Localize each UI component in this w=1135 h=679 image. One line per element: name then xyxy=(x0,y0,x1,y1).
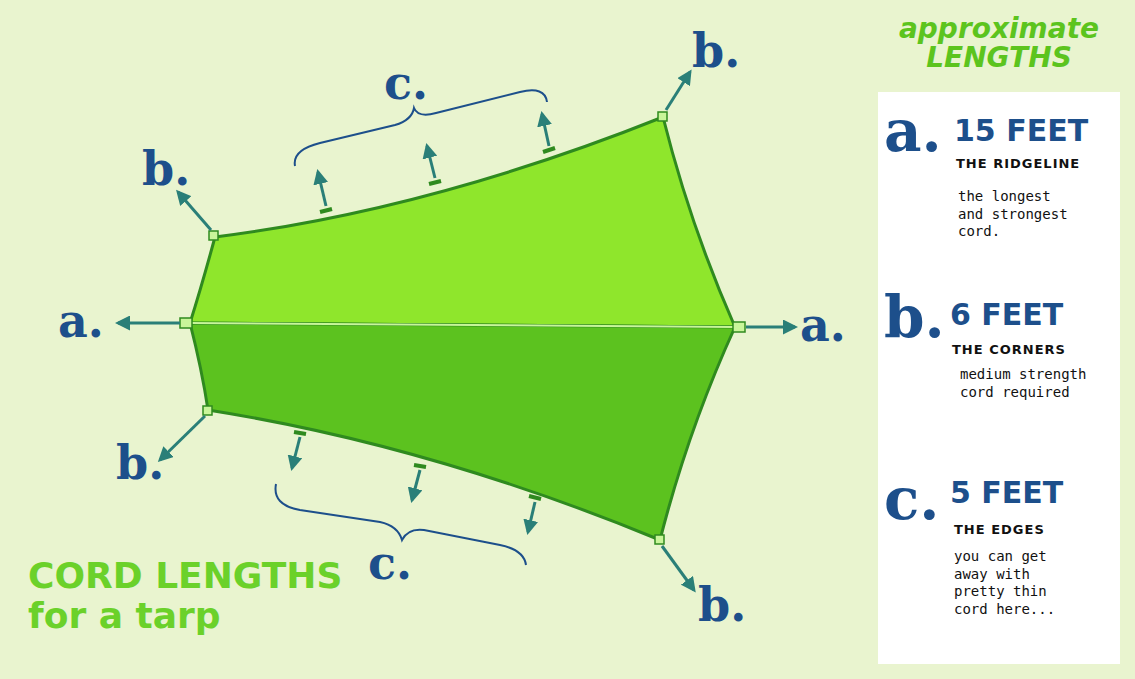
cord-note: the longest and strongest cord. xyxy=(958,188,1078,241)
cord-note: you can get away with pretty thin cord h… xyxy=(954,548,1084,618)
callout-letter: b. xyxy=(692,28,740,74)
length-value: 15 FEET xyxy=(954,116,1088,146)
tarp-bottom xyxy=(190,323,735,540)
cord-name: THE CORNERS xyxy=(952,342,1066,357)
callout-letter: c. xyxy=(384,60,428,106)
callout-letter: b. xyxy=(142,146,190,192)
key-letter: b. xyxy=(884,288,945,346)
tarp-top xyxy=(190,117,735,327)
callout-letter: c. xyxy=(368,540,412,586)
callout-letter: b. xyxy=(116,440,164,486)
cord-arrows xyxy=(118,72,795,590)
callout-letter: a. xyxy=(800,302,846,348)
length-value: 6 FEET xyxy=(950,300,1063,330)
cord-name: THE EDGES xyxy=(954,522,1045,537)
tie-points xyxy=(180,112,745,544)
key-letter: a. xyxy=(884,102,942,160)
cord-name: THE RIDGELINE xyxy=(956,156,1080,171)
callout-letter: b. xyxy=(698,582,746,628)
ridgeline xyxy=(190,323,735,327)
lengths-panel: approximate LENGTHSa.15 FEETTHE RIDGELIN… xyxy=(878,92,1120,664)
key-letter: c. xyxy=(884,470,940,528)
diagram-heading: approximate LENGTHS xyxy=(884,14,1114,73)
length-value: 5 FEET xyxy=(950,478,1063,508)
callout-letter: a. xyxy=(58,298,104,344)
cord-note: medium strength cord required xyxy=(960,366,1090,401)
edge-loops xyxy=(294,148,555,499)
diagram-title: CORD LENGTHS for a tarp xyxy=(28,556,358,637)
